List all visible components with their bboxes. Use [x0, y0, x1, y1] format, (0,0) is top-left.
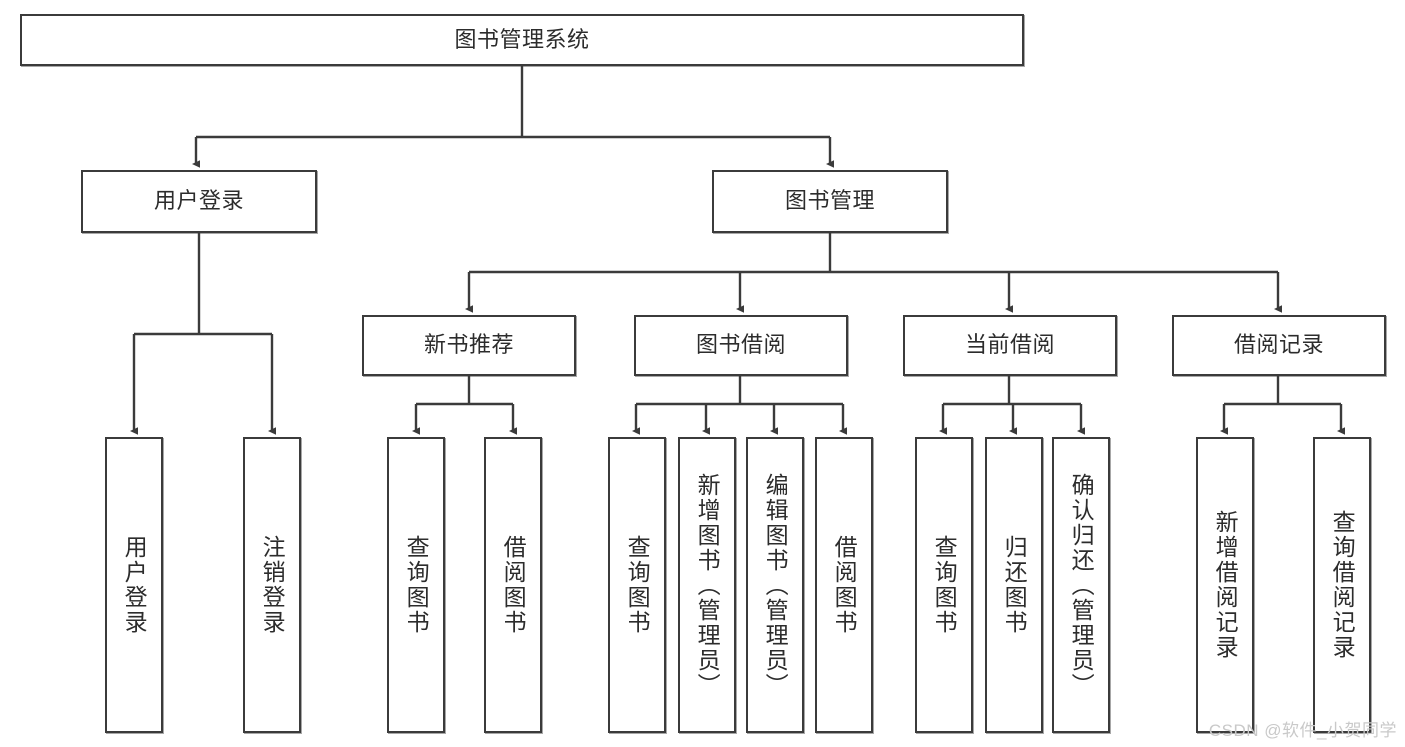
node-leaf-borrow-lend[interactable]: 借阅图书 [815, 437, 873, 733]
node-leaf-borrow-add[interactable]: 新增图书（管理员） [678, 437, 736, 733]
node-leaf-cur-confirm[interactable]: 确认归还（管理员） [1052, 437, 1110, 733]
node-root-system[interactable]: 图书管理系统 [20, 14, 1024, 66]
node-leaf-record-add[interactable]: 新增借阅记录 [1196, 437, 1254, 733]
node-leaf-cur-confirm-label: 确认归还（管理员） [1068, 472, 1095, 698]
node-leaf-borrow-add-label: 新增图书（管理员） [694, 472, 721, 698]
node-leaf-rec-query-label: 查询图书 [403, 535, 430, 635]
node-root-system-label: 图书管理系统 [454, 26, 590, 52]
node-current-borrow-label: 当前借阅 [964, 332, 1055, 358]
node-borrow-record-label: 借阅记录 [1233, 332, 1324, 358]
node-leaf-user-logout[interactable]: 注销登录 [243, 437, 301, 733]
node-book-manage-label: 图书管理 [784, 188, 875, 214]
node-leaf-borrow-edit[interactable]: 编辑图书（管理员） [746, 437, 804, 733]
node-leaf-cur-return[interactable]: 归还图书 [985, 437, 1043, 733]
node-leaf-user-logout-label: 注销登录 [259, 535, 286, 635]
node-book-manage[interactable]: 图书管理 [712, 170, 948, 233]
node-leaf-record-query[interactable]: 查询借阅记录 [1313, 437, 1371, 733]
node-leaf-cur-query-label: 查询图书 [931, 535, 958, 635]
node-leaf-record-add-label: 新增借阅记录 [1212, 510, 1239, 660]
node-leaf-cur-query[interactable]: 查询图书 [915, 437, 973, 733]
node-book-borrow[interactable]: 图书借阅 [634, 315, 848, 376]
node-book-borrow-label: 图书借阅 [695, 332, 786, 358]
node-leaf-borrow-lend-label: 借阅图书 [831, 535, 858, 635]
node-borrow-record[interactable]: 借阅记录 [1172, 315, 1386, 376]
node-leaf-rec-query[interactable]: 查询图书 [387, 437, 445, 733]
node-leaf-borrow-query[interactable]: 查询图书 [608, 437, 666, 733]
node-new-book-rec-label: 新书推荐 [423, 332, 514, 358]
node-new-book-rec[interactable]: 新书推荐 [362, 315, 576, 376]
node-leaf-user-login[interactable]: 用户登录 [105, 437, 163, 733]
node-leaf-user-login-label: 用户登录 [121, 535, 148, 635]
node-leaf-rec-borrow-label: 借阅图书 [500, 535, 527, 635]
node-current-borrow[interactable]: 当前借阅 [903, 315, 1117, 376]
node-leaf-borrow-edit-label: 编辑图书（管理员） [762, 472, 789, 698]
node-user-login[interactable]: 用户登录 [81, 170, 317, 233]
node-leaf-record-query-label: 查询借阅记录 [1329, 510, 1356, 660]
node-leaf-borrow-query-label: 查询图书 [624, 535, 651, 635]
node-user-login-label: 用户登录 [153, 188, 244, 214]
node-leaf-cur-return-label: 归还图书 [1001, 535, 1028, 635]
node-leaf-rec-borrow[interactable]: 借阅图书 [484, 437, 542, 733]
